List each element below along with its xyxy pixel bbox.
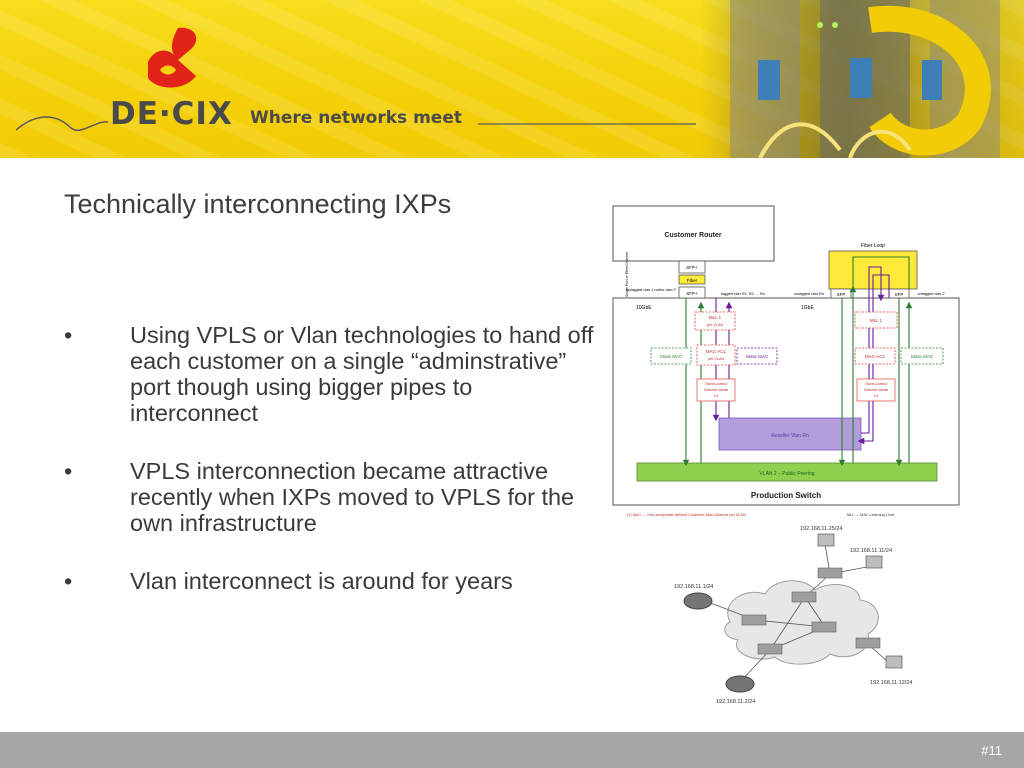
bullet-item: • VPLS interconnection became attractive…	[64, 458, 594, 536]
brand-name: DE·CIX	[110, 96, 233, 132]
mac-acl-left-label: MAC-ACL	[706, 349, 727, 354]
computer-icon	[817, 533, 835, 547]
mac-acl-right-label: MAC-ACL	[865, 354, 886, 359]
single-port-label: Single Port or EtherChannel	[625, 252, 629, 297]
ip-label-bottom: 192.168.11.2/24	[716, 699, 755, 705]
speed-10g-label: 10GbE	[636, 305, 652, 311]
computer-icon	[885, 655, 903, 669]
ip-label-left: 192.168.11.1/24	[674, 584, 713, 590]
bullet-icon: •	[64, 322, 73, 348]
customer-router-box	[612, 205, 775, 262]
unknown-unicast-right-label: Unknown unicast	[864, 388, 888, 392]
brand-tagline: Where networks meet	[250, 108, 462, 128]
header-banner: DE·CIX Where networks meet	[0, 0, 1024, 158]
storm-control-right-label: Storm-control	[865, 382, 887, 386]
decix-logo-icon	[148, 27, 197, 88]
per-vlan-left-label: per VLAN	[707, 323, 724, 327]
storm-control-left-label: Storm-control	[705, 382, 727, 386]
untagged-rn-label: untagged vlan Rn	[794, 292, 824, 296]
sfp-plus-top-label: SFP+	[686, 265, 698, 270]
page-number: #11	[981, 743, 1002, 758]
banner-photo-equipment	[700, 0, 1024, 158]
speed-1g-label: 1GbE	[801, 305, 814, 311]
bullet-icon: •	[64, 568, 73, 594]
bullet-text: Vlan interconnect is around for years	[130, 568, 513, 594]
untagged-native-label: untagged vlan 1 native vlan 2	[626, 288, 676, 292]
mll-right-label: MLL 1	[870, 318, 883, 323]
footnote-right: MLL → MAC-Learning-Limit	[847, 513, 895, 517]
fiber-label: Fiber	[687, 278, 698, 283]
switch-icon	[741, 614, 767, 626]
tagged-vlans-label: tagged vlan R1, R2, ... Rn	[721, 292, 765, 296]
ip-label-right: 192.168.11.11/24	[850, 548, 892, 554]
switch-icon	[855, 637, 881, 649]
ip-label-top: 192.168.11.25/24	[800, 526, 842, 532]
reseller-vlan-box	[718, 417, 862, 451]
untagged-vlan2-label: untagged vlan 2	[917, 292, 945, 296]
bullet-text: Using VPLS or Vlan technologies to hand …	[130, 322, 594, 426]
interconnection-diagram: Customer Router Production Switch SFP+ F…	[612, 205, 960, 517]
bullet-icon: •	[64, 458, 73, 484]
network-topology-diagram: 192.168.11.25/24 192.168.11.11/24 192.16…	[674, 526, 912, 705]
sfp-left-label: SFP	[837, 292, 846, 297]
slide-title: Technically interconnecting IXPs	[64, 189, 452, 219]
router-icon	[725, 675, 755, 693]
bullet-item: • Using VPLS or Vlan technologies to han…	[64, 322, 594, 426]
network-cloud-icon	[724, 580, 879, 665]
computer-icon	[865, 555, 883, 569]
ip-label-bottom-right: 192.168.11.12/24	[870, 680, 912, 686]
percent-left-label: 1%	[714, 394, 719, 398]
router-icon	[683, 592, 713, 610]
bullet-text: VPLS interconnection became attractive r…	[130, 458, 575, 536]
sfp-right-label: SFP	[895, 292, 904, 297]
customer-router-label: Customer Router	[664, 232, 721, 239]
footnote-left: (1) MAC → One acceptable defined Custome…	[627, 513, 746, 517]
vlan2-bar	[636, 462, 938, 482]
vlan2-label: VLAN 2 – Public Peering	[759, 471, 814, 477]
sfp-plus-bottom-label: SFP+	[686, 291, 698, 296]
per-vlan-mac-acl-label: per VLAN	[708, 357, 725, 361]
static-mac-3-label: Static MAC	[911, 354, 934, 359]
static-mac-2-label: Static MAC	[746, 354, 769, 359]
reseller-vlan-label: Reseller Vlan Rn	[771, 433, 809, 439]
tagline-line-decoration	[16, 116, 696, 131]
fiber-loop-label: Fiber Loop	[861, 243, 885, 249]
switch-icon	[791, 591, 817, 603]
unknown-unicast-left-label: Unknown unicast	[704, 388, 728, 392]
bullet-list: • Using VPLS or Vlan technologies to han…	[64, 322, 594, 626]
percent-right-label: 1%	[874, 394, 879, 398]
switch-icon	[757, 643, 783, 655]
mll-left-label: MLL 1	[709, 315, 722, 320]
production-switch-label: Production Switch	[751, 491, 821, 500]
switch-icon	[817, 567, 843, 579]
footer-bar: #11	[0, 732, 1024, 768]
static-mac-1-label: Static MAC	[660, 354, 683, 359]
switch-icon	[811, 621, 837, 633]
bullet-item: • Vlan interconnect is around for years	[64, 568, 594, 594]
equipment-illustration	[730, 0, 1000, 158]
